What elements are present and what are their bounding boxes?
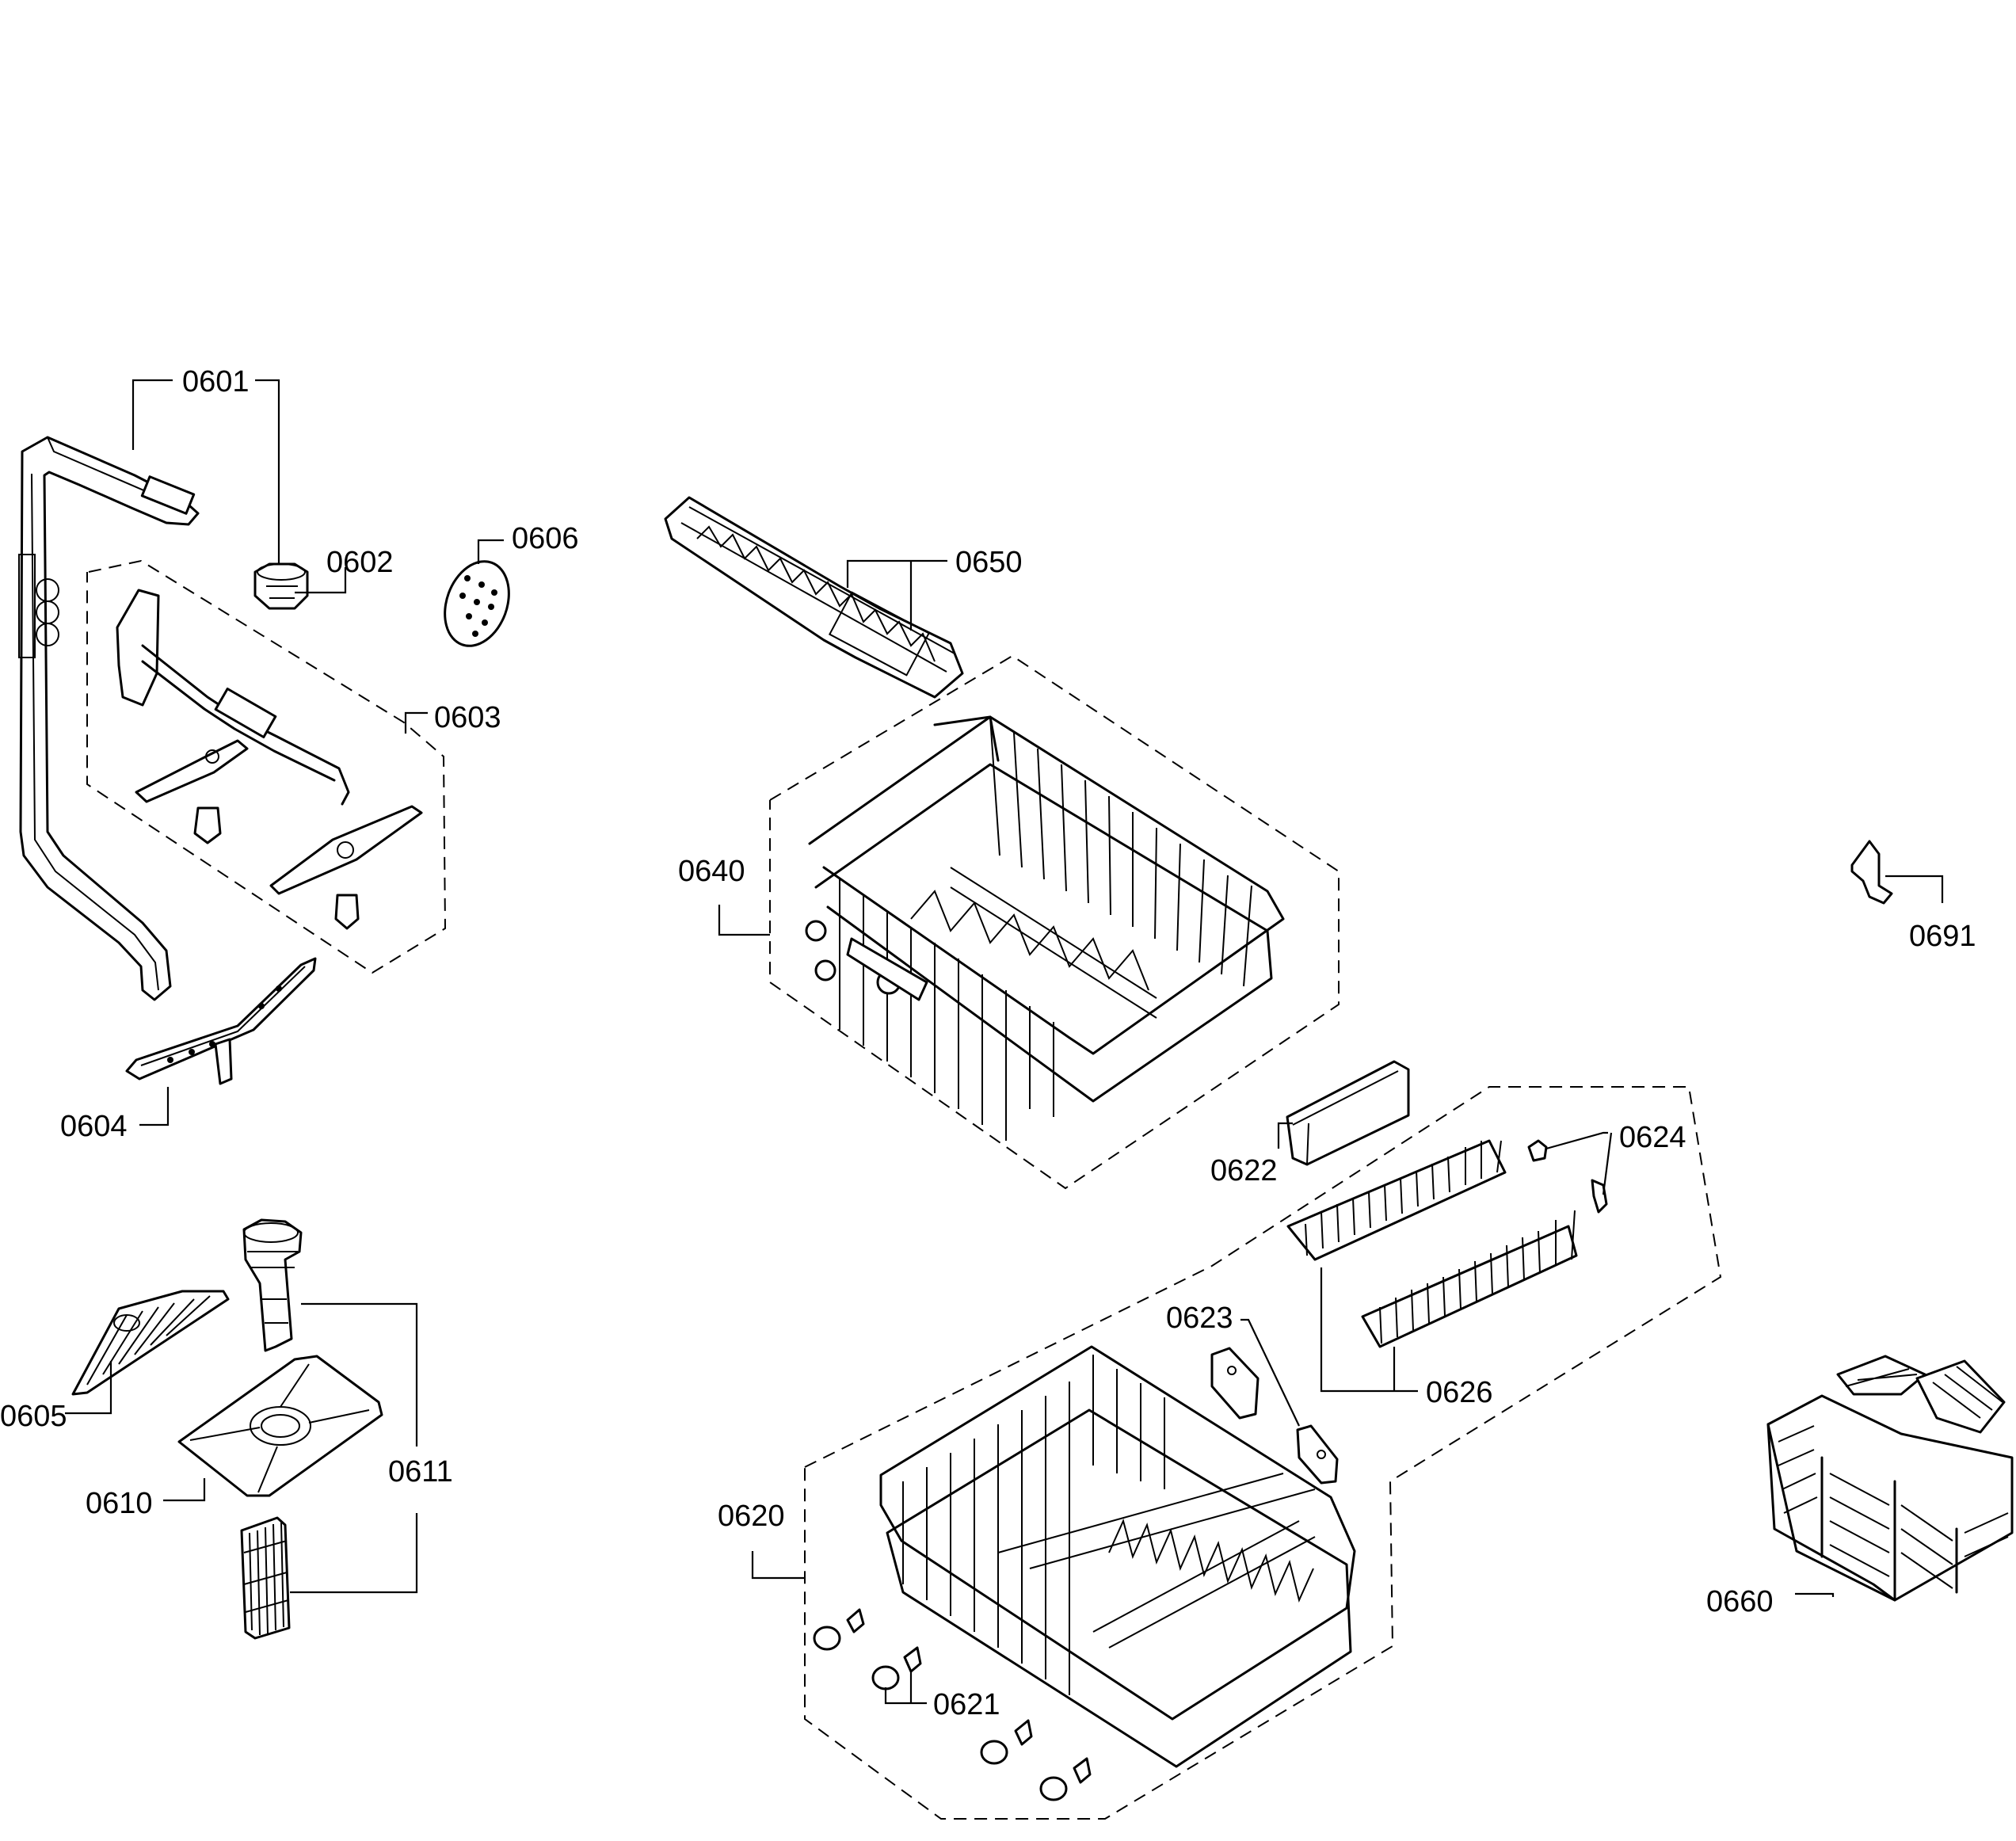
part-0691-callout: 0691 bbox=[1885, 875, 1976, 953]
part-label-0610: 0610 bbox=[86, 1487, 153, 1520]
part-0603-callout: 0603 bbox=[404, 701, 501, 734]
handle-icon bbox=[1286, 1060, 1410, 1166]
flat-filter-icon bbox=[177, 1355, 383, 1497]
clip-icon bbox=[1527, 1139, 1608, 1214]
part-0611-callout: 0611 bbox=[290, 1302, 453, 1594]
part-0626-callout: 0626 bbox=[1320, 1267, 1493, 1409]
part-0650-callout: 0650 bbox=[846, 546, 1023, 631]
part-0624-callout: 0624 bbox=[1545, 1121, 1686, 1195]
part-label-0605: 0605 bbox=[0, 1400, 67, 1433]
rack-wheel-icon bbox=[813, 1608, 1092, 1801]
part-0622-callout: 0622 bbox=[1210, 1122, 1293, 1187]
part-label-0660: 0660 bbox=[1706, 1585, 1774, 1618]
part-label-0604: 0604 bbox=[60, 1110, 128, 1143]
part-label-0626: 0626 bbox=[1426, 1376, 1493, 1409]
part-0610-callout: 0610 bbox=[86, 1478, 206, 1520]
part-label-0606: 0606 bbox=[512, 522, 579, 555]
part-0623-callout: 0623 bbox=[1166, 1302, 1300, 1427]
spray-arm-supply-pipe-icon bbox=[18, 436, 200, 1001]
lower-spray-arm-icon bbox=[125, 957, 317, 1085]
fine-filter-icon bbox=[71, 1290, 230, 1396]
cover-icon bbox=[444, 560, 510, 647]
connector-icon bbox=[253, 562, 309, 610]
upper-spray-arm-assembly-icon bbox=[86, 559, 447, 974]
part-0640-callout: 0640 bbox=[678, 855, 770, 936]
part-label-0601: 0601 bbox=[182, 365, 250, 398]
part-label-0602: 0602 bbox=[326, 546, 394, 579]
part-label-0611: 0611 bbox=[388, 1455, 453, 1488]
part-0620-callout: 0620 bbox=[718, 1500, 805, 1580]
part-0621-callout: 0621 bbox=[884, 1670, 1000, 1721]
holder-icon bbox=[1227, 1366, 1326, 1459]
part-0660-callout: 0660 bbox=[1706, 1585, 1835, 1618]
part-label-0640: 0640 bbox=[678, 855, 745, 888]
part-label-0650: 0650 bbox=[955, 546, 1023, 579]
part-label-0620: 0620 bbox=[718, 1500, 785, 1533]
part-label-0691: 0691 bbox=[1909, 920, 1976, 953]
cutlery-basket-icon bbox=[1766, 1355, 2014, 1602]
part-label-0603: 0603 bbox=[434, 701, 501, 734]
part-0606-callout: 0606 bbox=[477, 522, 579, 564]
part-label-0622: 0622 bbox=[1210, 1154, 1278, 1187]
part-label-0623: 0623 bbox=[1166, 1302, 1233, 1335]
part-0605-callout: 0605 bbox=[0, 1361, 112, 1433]
part-0602-callout: 0602 bbox=[295, 546, 394, 594]
cup-shelf-icon bbox=[664, 496, 964, 699]
filter-assembly-icon bbox=[240, 1218, 303, 1640]
part-0601-callout: 0601 bbox=[131, 365, 280, 586]
upper-rack-icon bbox=[769, 654, 1340, 1190]
latch-icon bbox=[1850, 840, 1893, 905]
part-label-0621: 0621 bbox=[933, 1688, 1000, 1721]
part-0604-callout: 0604 bbox=[60, 1087, 170, 1143]
part-label-0624: 0624 bbox=[1619, 1121, 1686, 1154]
tine-row-icon bbox=[1286, 1139, 1578, 1348]
